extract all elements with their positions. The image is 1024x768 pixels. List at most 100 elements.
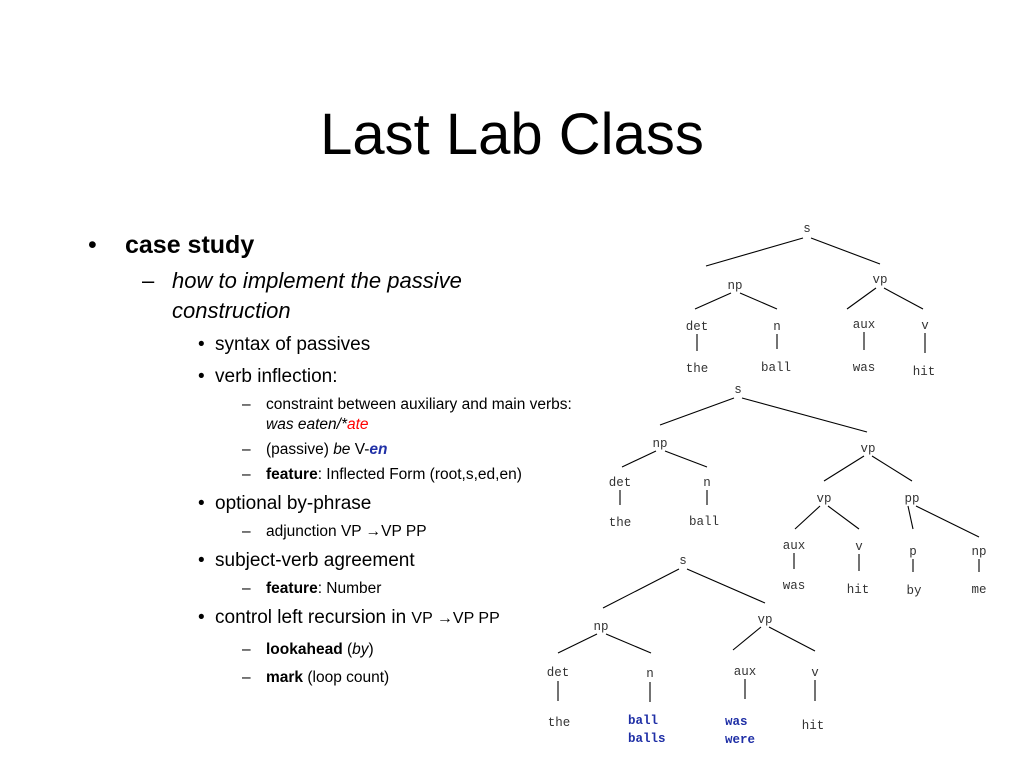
passive-prefix: (passive)	[266, 441, 334, 458]
bullet-agreement: • subject-verb agreement	[198, 548, 578, 574]
dash-icon: –	[242, 441, 251, 458]
tree1-v: v	[921, 319, 929, 333]
tree2-n: n	[703, 476, 711, 490]
bullet-case-study: • case study	[88, 228, 578, 262]
bullet-constraint: – constraint between auxiliary and main …	[242, 395, 578, 435]
tree3-hit: hit	[802, 719, 825, 733]
tree1-hit: hit	[913, 365, 936, 379]
bullet-dot-icon: •	[198, 607, 205, 628]
tree3-the: the	[548, 716, 571, 730]
tree1-aux: aux	[853, 318, 876, 332]
bullet-syntax: • syntax of passives	[198, 332, 578, 358]
verb-inflection-text: verb inflection:	[215, 366, 338, 387]
feature2-label: feature	[266, 580, 318, 597]
bullet-adjunction: – adjunction VP →VP PP	[242, 522, 578, 542]
tree1-vp: vp	[872, 273, 887, 287]
feature-label: feature	[266, 466, 318, 483]
tree2-pp: pp	[904, 492, 919, 506]
tree3-vp: vp	[757, 613, 772, 627]
tree1-the: the	[686, 362, 709, 376]
tree2-np: np	[652, 437, 667, 451]
parse-tree-2: s np vp det n vp pp the ball aux v p np …	[609, 383, 987, 598]
dash-icon: –	[242, 396, 251, 413]
tree3-balls: balls	[628, 732, 666, 746]
bullet-verb-inflection: • verb inflection:	[198, 364, 578, 390]
bullet-lookahead: – lookahead (by)	[242, 640, 578, 660]
control-rule: VP →VP PP	[411, 610, 500, 627]
bullet-passive: – (passive) be V-en	[242, 440, 578, 460]
tree2-v: v	[855, 540, 863, 554]
bullet-control: • control left recursion in VP →VP PP	[198, 605, 578, 632]
lookahead-close: )	[368, 641, 374, 658]
parse-tree-3: s np vp det n aux v the ball balls was w…	[547, 554, 825, 747]
constraint-example: was eaten/*	[266, 416, 347, 433]
lookahead-open: (	[342, 641, 353, 658]
bullet-dot-icon: •	[88, 231, 97, 259]
feature-text: : Inflected Form (root,s,ed,en)	[317, 466, 522, 483]
mark-text: (loop count)	[303, 669, 390, 686]
tree2-was: was	[783, 579, 806, 593]
tree1-s: s	[803, 222, 811, 236]
tree2-np-inner: np	[971, 545, 986, 559]
dash-icon: –	[242, 669, 251, 686]
slide-title: Last Lab Class	[320, 102, 704, 167]
syntax-text: syntax of passives	[215, 334, 371, 355]
bullet-optional: • optional by-phrase	[198, 491, 578, 517]
optional-text: optional by-phrase	[215, 493, 372, 514]
constraint-text: constraint between auxiliary and main ve…	[266, 396, 572, 413]
tree1-ball: ball	[761, 361, 791, 375]
bullet-dot-icon: •	[198, 334, 205, 355]
dash-icon: –	[142, 268, 155, 293]
tree1-np: np	[727, 279, 742, 293]
tree3-s: s	[679, 554, 687, 568]
tree2-vp-inner: vp	[816, 492, 831, 506]
bullet-dot-icon: •	[198, 550, 205, 571]
tree3-ball: ball	[628, 714, 658, 728]
bullet-list: • case study – how to implement the pass…	[88, 228, 578, 688]
tree2-vp: vp	[860, 442, 875, 456]
adjunction-text: adjunction VP →VP PP	[266, 523, 427, 540]
tree1-was: was	[853, 361, 876, 375]
tree1-n: n	[773, 320, 781, 334]
dash-icon: –	[242, 466, 251, 483]
passive-v: V-	[350, 441, 370, 458]
tree2-s: s	[734, 383, 742, 397]
passive-en: en	[369, 441, 388, 458]
bullet-feature: – feature: Inflected Form (root,s,ed,en)	[242, 465, 578, 485]
lookahead-label: lookahead	[266, 641, 343, 658]
tree2-hit: hit	[847, 583, 870, 597]
tree2-aux: aux	[783, 539, 806, 553]
dash-icon: –	[242, 580, 251, 597]
tree2-me: me	[971, 583, 986, 597]
parse-tree-1: s np vp det n aux v the ball was hit	[686, 222, 936, 379]
tree3-det: det	[547, 666, 570, 680]
tree2-det: det	[609, 476, 632, 490]
bullet-dot-icon: •	[198, 493, 205, 514]
feature2-text: : Number	[317, 580, 382, 597]
tree3-aux: aux	[734, 665, 757, 679]
tree2-p: p	[909, 545, 917, 559]
dash-icon: –	[242, 641, 251, 658]
tree2-by: by	[906, 584, 922, 598]
constraint-bad: ate	[347, 416, 369, 433]
bullet-feature-number: – feature: Number	[242, 579, 578, 599]
bullet-mark: – mark (loop count)	[242, 668, 578, 688]
tree2-the: the	[609, 516, 632, 530]
mark-label: mark	[266, 669, 304, 686]
tree3-was: was	[725, 715, 748, 729]
dash-icon: –	[242, 523, 251, 540]
tree1-det: det	[686, 320, 709, 334]
tree3-n: n	[646, 667, 654, 681]
tree3-v: v	[811, 666, 819, 680]
how-to-text: how to implement the passive constructio…	[172, 268, 462, 323]
agreement-text: subject-verb agreement	[215, 550, 415, 571]
bullet-how-to: – how to implement the passive construct…	[142, 266, 578, 326]
lookahead-by: by	[352, 641, 369, 658]
bullet-dot-icon: •	[198, 366, 205, 387]
tree3-were: were	[725, 733, 755, 747]
passive-be: be	[333, 441, 351, 458]
control-text: control left recursion in	[215, 607, 412, 628]
tree3-np: np	[593, 620, 608, 634]
tree2-ball: ball	[689, 515, 719, 529]
